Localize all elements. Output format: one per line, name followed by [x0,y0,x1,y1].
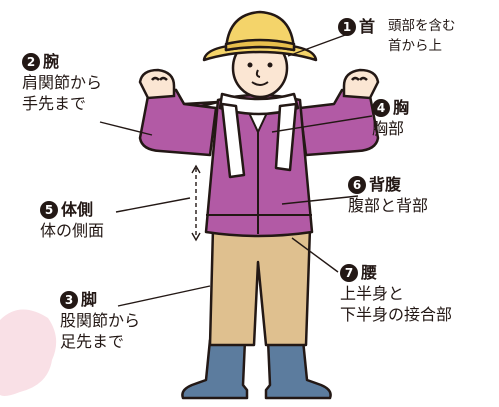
desc-neck: 頭部を含む 首から上 [388,17,456,56]
number-badge: 7 [340,264,358,282]
part-name: 脚 [81,290,98,309]
desc-line: 下半身の接合部 [340,304,453,324]
desc-line: 頭部を含む [388,18,456,34]
fists [138,68,380,100]
desc-line: 股関節から [60,310,141,330]
number-badge: 5 [40,201,58,219]
number-badge: 3 [60,291,78,309]
part-name: 腕 [43,52,60,71]
number-badge: 4 [372,99,390,117]
hat [202,10,318,62]
decorative-blob [0,309,57,396]
desc-line: 足先まで [60,331,125,351]
desc-line: 手先まで [22,93,87,113]
boots [181,338,332,400]
right-arm [298,88,380,157]
desc-line: 肩関節から [22,72,103,92]
number-badge: 2 [22,53,40,71]
part-name: 背腹 [369,175,402,194]
towel [218,92,300,179]
desc-line: 胸部 [372,118,405,138]
leader-lines [99,33,373,307]
desc-line: 上半身と [340,283,405,303]
part-name: 首 [359,17,376,36]
number-badge: 6 [348,176,366,194]
desc-line: 腹部と背部 [348,195,429,215]
part-name: 体側 [61,200,94,219]
pants [208,226,312,347]
number-badge: 1 [338,18,356,36]
desc-line: 首から上 [388,37,442,54]
face-details [247,62,273,86]
left-arm [138,88,218,157]
desc-line: 体の側面 [40,220,105,240]
part-name: 腰 [361,263,378,282]
part-name: 胸 [393,98,410,117]
